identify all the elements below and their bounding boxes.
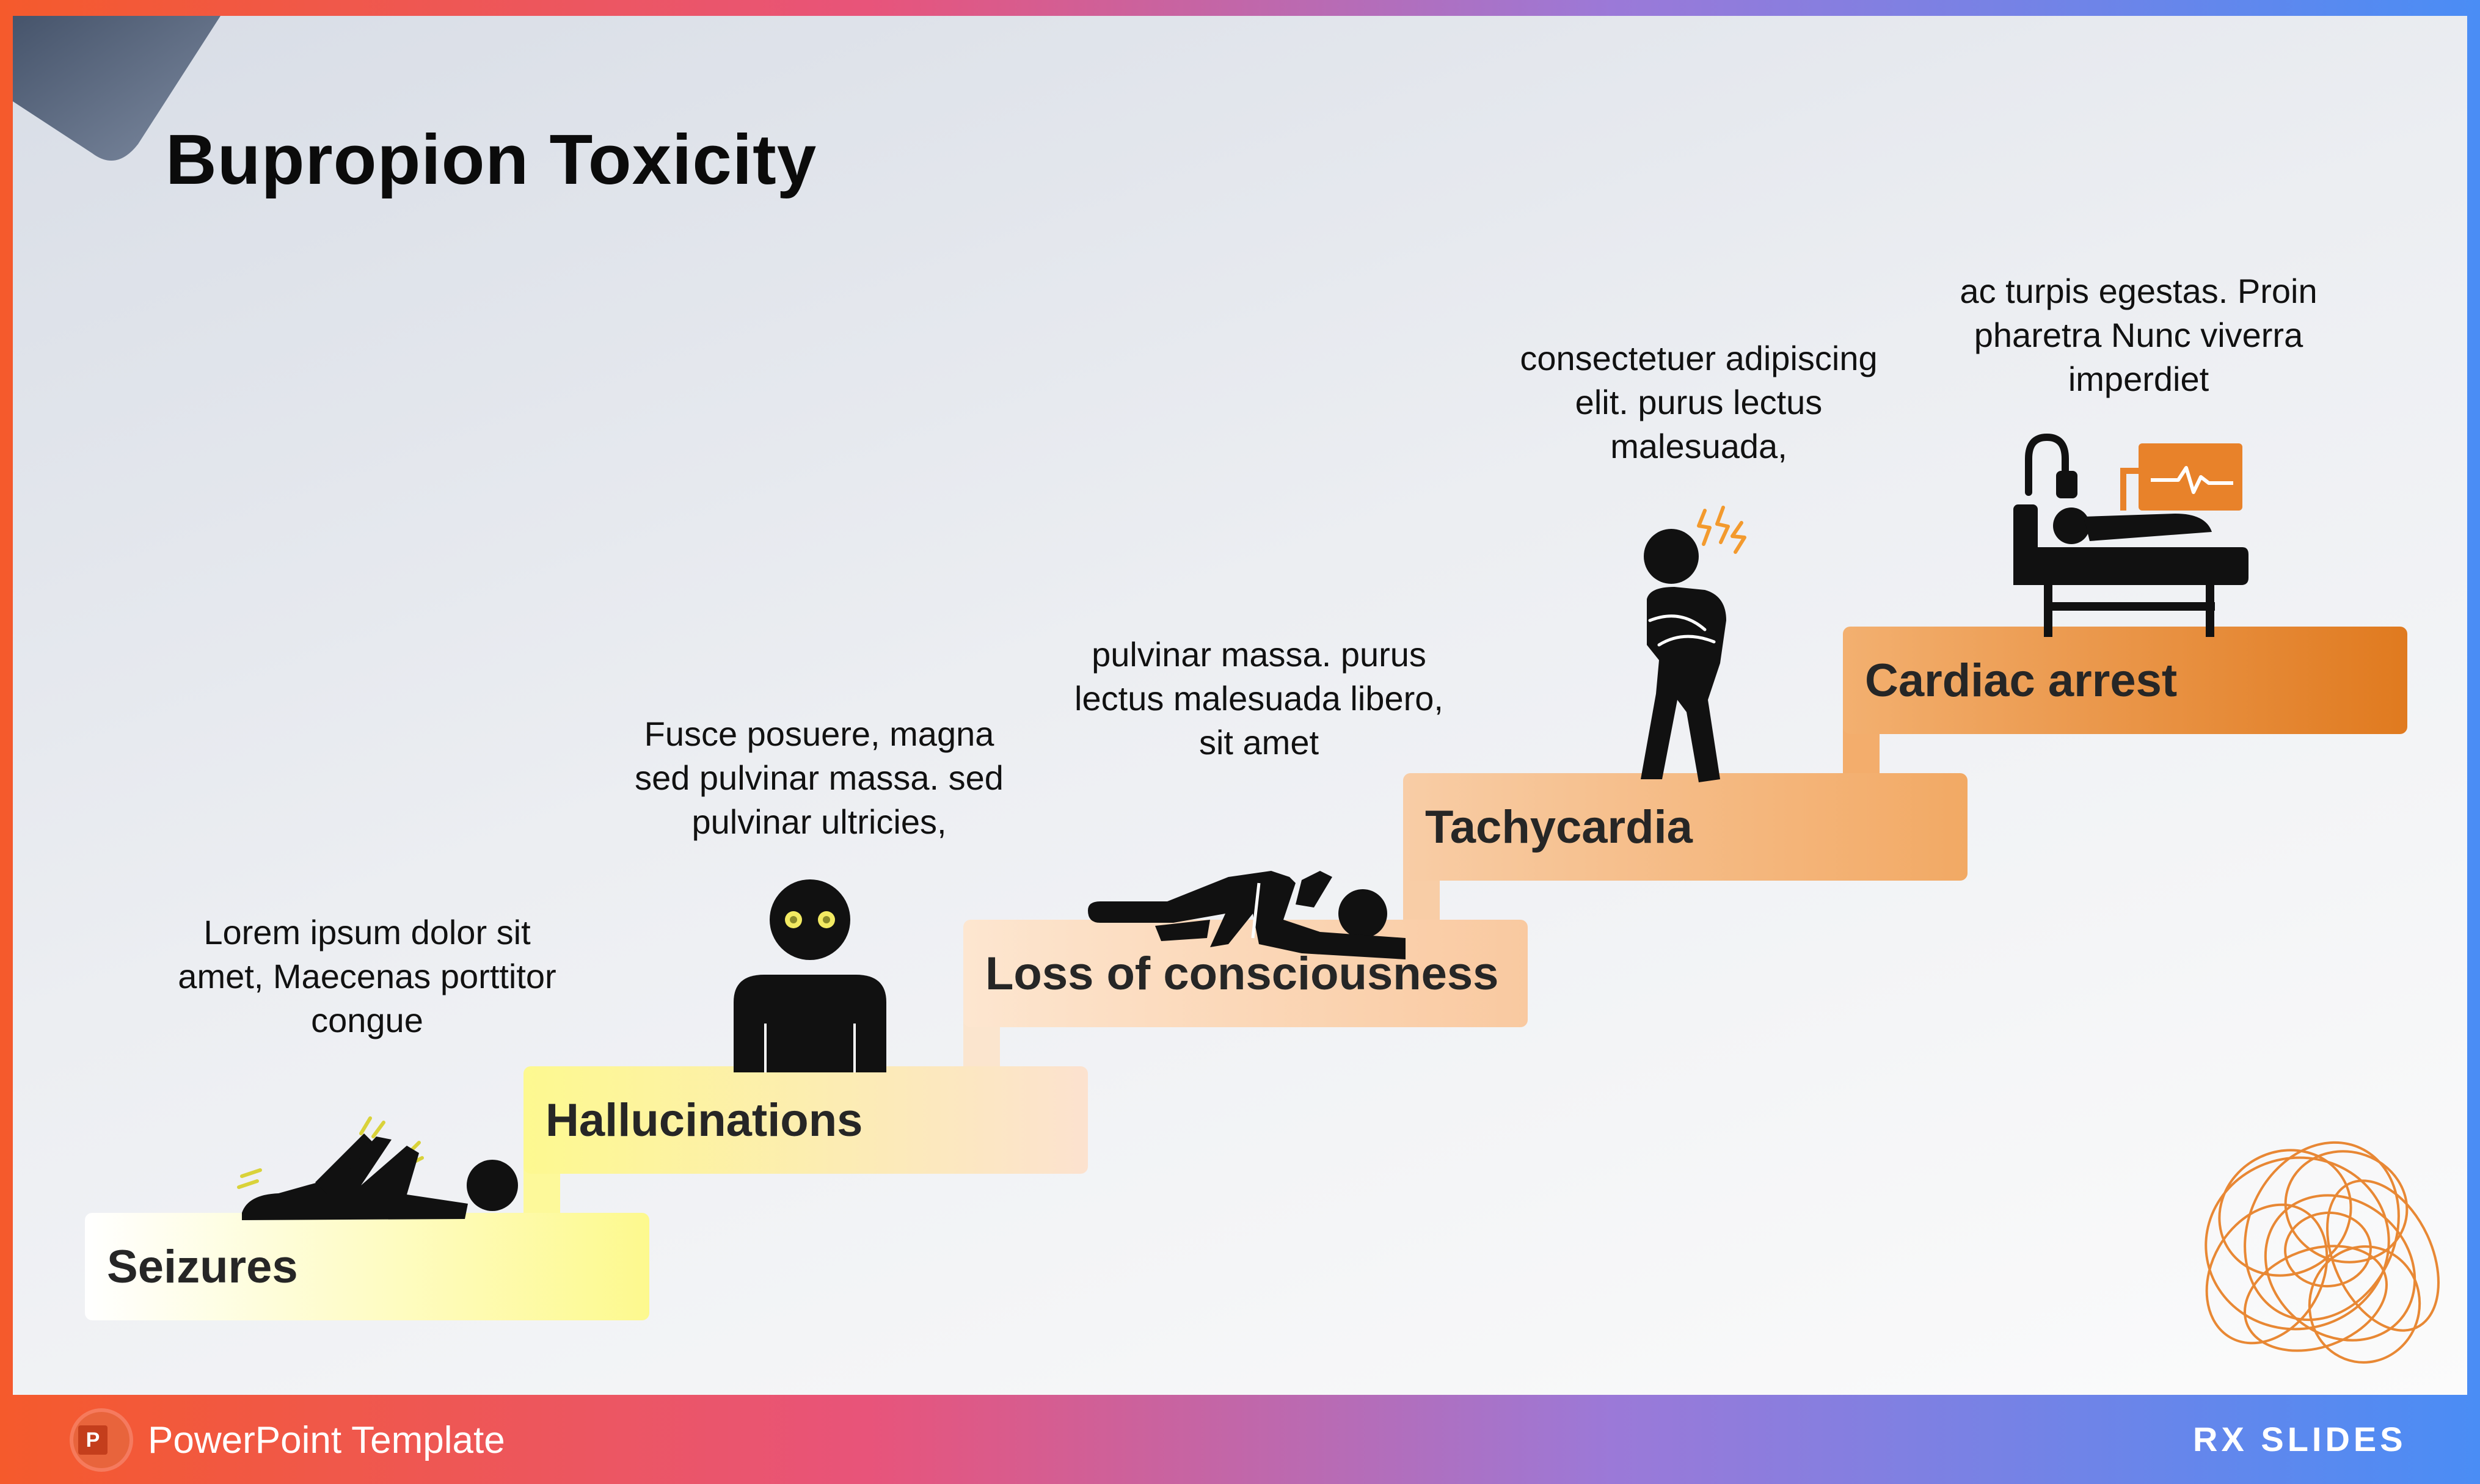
slide: Bupropion Toxicity Seizures Hallucinatio…	[13, 16, 2467, 1395]
step-label: Seizures	[107, 1240, 298, 1293]
step-tachycardia: Tachycardia	[1403, 773, 1968, 881]
fainted-person-icon	[1088, 871, 1406, 959]
step-label: Tachycardia	[1425, 801, 1693, 853]
hospital-bed-monitor-icon	[2013, 433, 2248, 637]
powerpoint-icon: P	[73, 1412, 129, 1468]
step-label: Cardiac arrest	[1865, 654, 2178, 707]
corner-decoration	[13, 16, 221, 161]
step-label: Loss of consciousness	[985, 947, 1499, 1000]
seizure-person-icon	[237, 1116, 518, 1220]
rx-slides-logo: RX SLIDES	[2193, 1420, 2407, 1458]
step-description: ac turpis egestas. Proin pharetra Nunc v…	[1960, 272, 2318, 398]
hallucinating-person-icon	[734, 879, 886, 1072]
step-description: consectetuer adipiscing elit. purus lect…	[1520, 339, 1878, 465]
step-description: Fusce posuere, magna sed pulvinar massa.…	[635, 715, 1004, 841]
scribble-decoration	[2205, 1141, 2440, 1364]
step-loss-of-consciousness: Loss of consciousness	[963, 920, 1528, 1027]
step-description: Lorem ipsum dolor sit amet, Maecenas por…	[178, 913, 556, 1039]
step-cardiac-arrest: Cardiac arrest	[1843, 627, 2407, 734]
powerpoint-icon-letter: P	[78, 1425, 108, 1455]
step-label: Hallucinations	[545, 1094, 863, 1146]
chest-pain-person-icon	[1641, 506, 1746, 782]
slide-title: Bupropion Toxicity	[166, 120, 817, 199]
brand-text: RX SLIDES	[2193, 1420, 2407, 1458]
footer-text: PowerPoint Template	[148, 1419, 505, 1461]
step-hallucinations: Hallucinations	[523, 1066, 1088, 1174]
step-description: pulvinar massa. purus lectus malesuada l…	[1074, 635, 1443, 762]
step-seizures: Seizures	[85, 1213, 649, 1320]
footer-template-label: P PowerPoint Template	[73, 1412, 505, 1468]
